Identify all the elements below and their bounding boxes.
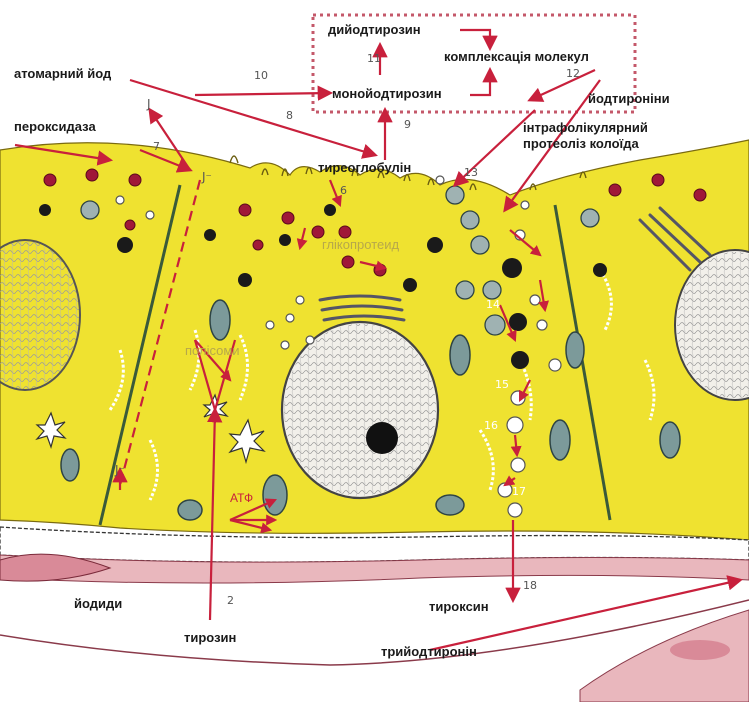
- label-atomic-iodine: атомарний йод: [14, 67, 111, 81]
- label-tyrosine: тирозин: [184, 631, 236, 645]
- label-diiodotyrosine: дийодтирозин: [328, 23, 421, 37]
- label-peroxidase: пероксидаза: [14, 120, 96, 134]
- label-monoiodotyrosine: монойодтирозин: [332, 87, 442, 101]
- label-intrafollicular-proteolysis-2: протеоліз колоїда: [523, 137, 639, 151]
- label-complexation: комплексація молекул: [444, 50, 589, 64]
- capillary: [0, 527, 749, 702]
- step-8: 8: [286, 109, 293, 122]
- label-triiodothyronine: трийодтиронін: [381, 645, 477, 659]
- step-14: 14: [486, 298, 500, 311]
- step-9: 9: [404, 118, 411, 131]
- step-7: 7: [153, 140, 160, 153]
- step-11: 11: [367, 52, 381, 65]
- label-iodine-symbol: J: [147, 97, 151, 111]
- step-16: 16: [484, 419, 498, 432]
- nucleus-center: [282, 322, 438, 498]
- label-intrafollicular-proteolysis-1: інтрафолікулярний: [523, 121, 648, 135]
- step-17: 17: [512, 485, 526, 498]
- step-10: 10: [254, 69, 268, 82]
- label-thyroglobulin: тиреоглобулін: [318, 161, 411, 175]
- label-iodothyronines: йодтироніни: [588, 92, 670, 106]
- label-iodide-symbol-apical: J⁻: [202, 170, 212, 184]
- step-6: 6: [340, 184, 347, 197]
- label-polysome: полісоми: [185, 344, 240, 358]
- step-18: 18: [523, 579, 537, 592]
- step-13: 13: [464, 166, 478, 179]
- label-atp: АТФ: [230, 491, 253, 505]
- label-thyroxine: тироксин: [429, 600, 489, 614]
- label-iodides: йодиди: [74, 597, 122, 611]
- label-glycoprotein: глікопротеид: [322, 238, 399, 252]
- step-2: 2: [227, 594, 234, 607]
- step-15: 15: [495, 378, 509, 391]
- step-12: 12: [566, 67, 580, 80]
- label-iodide-symbol-basal: J⁻: [115, 463, 125, 477]
